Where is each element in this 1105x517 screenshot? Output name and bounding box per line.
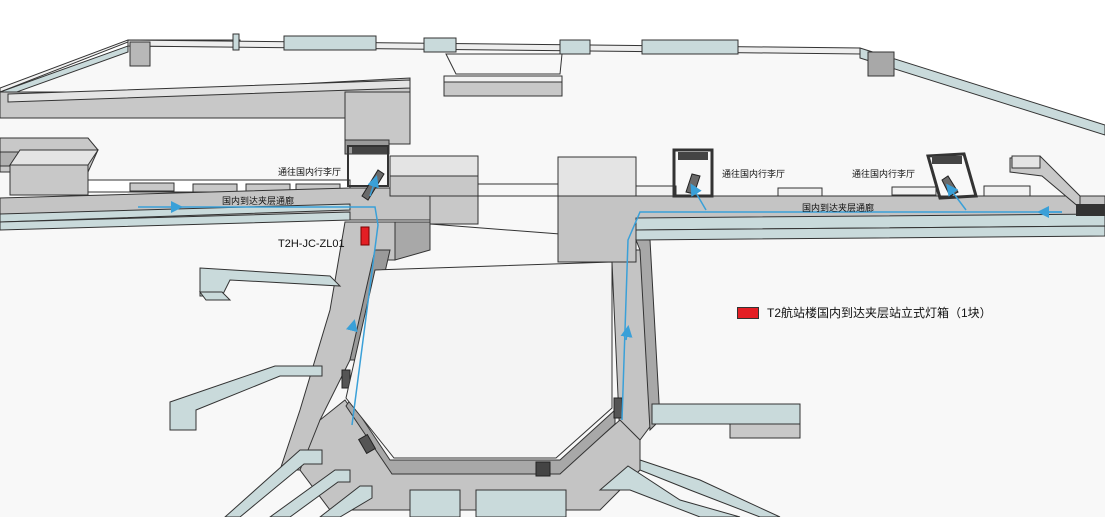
top-gates: [232, 33, 895, 97]
flow-arrow-icon: [138, 175, 1062, 426]
label-lightbox-code[interactable]: T2H-JC-ZL01: [278, 238, 345, 250]
legend-swatch: [737, 306, 759, 319]
center-connector: [389, 155, 561, 235]
label-to-domestic-hall-left: 通往国内行李厅: [278, 166, 341, 177]
left-corridor-glass: [87, 179, 351, 193]
label-corridor-left: 国内到达夹层通廊: [222, 195, 294, 206]
legend: T2航站楼国内到达夹层站立式灯箱（1块）: [737, 304, 992, 321]
label-corridor-right: 国内到达夹层通廊: [802, 202, 874, 213]
corridor-left: [0, 187, 431, 231]
inner-hall: [345, 261, 613, 459]
label-to-domestic-hall-mid: 通往国内行李厅: [722, 168, 785, 179]
pier-left-1: [199, 267, 342, 301]
legend-text: T2航站楼国内到达夹层站立式灯箱（1块）: [767, 306, 992, 320]
pier-bottom: [409, 459, 781, 517]
pier-left-3: [224, 449, 373, 517]
pier-left-2: [169, 365, 323, 431]
left-mid-block: [0, 137, 99, 196]
pier-right: [651, 403, 801, 439]
lightbox-marker-icon[interactable]: [360, 226, 370, 246]
label-to-domestic-hall-right: 通往国内行李厅: [852, 168, 915, 179]
